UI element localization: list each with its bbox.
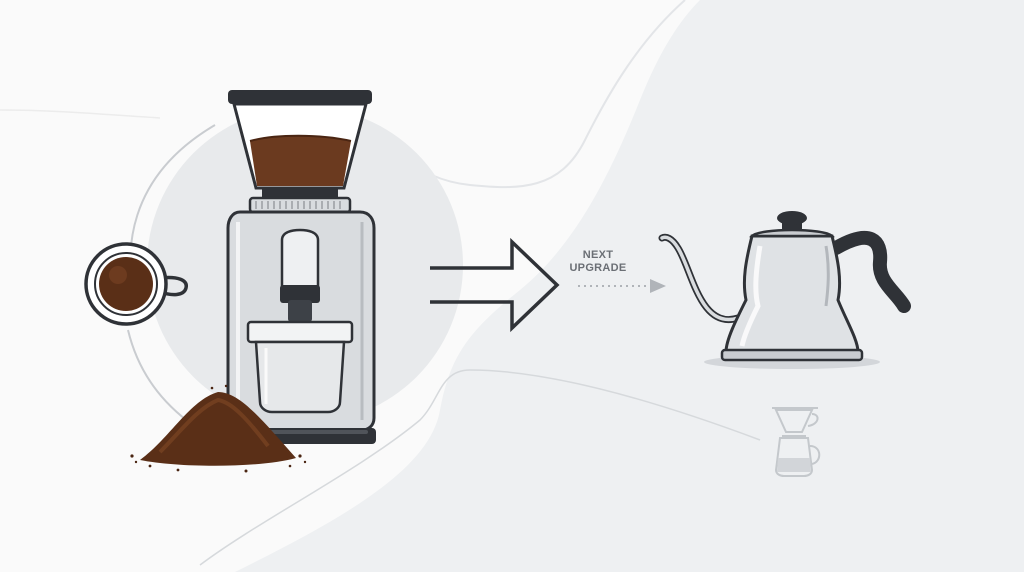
coffee-cup-icon — [84, 242, 188, 326]
pour-over-dripper-icon — [772, 407, 821, 477]
ground-coffee-pile-icon — [130, 384, 307, 473]
gooseneck-kettle-icon — [658, 211, 911, 369]
dotted-arrow-icon — [578, 279, 666, 293]
contour-line — [0, 109, 161, 119]
next-upgrade-line1: NEXT — [582, 249, 614, 261]
contour-line — [404, 0, 686, 189]
background-region — [235, 0, 1024, 572]
double-arrow-icon — [430, 237, 560, 333]
next-upgrade-line2: UPGRADE — [569, 262, 627, 274]
coffee-grinder-icon — [226, 90, 376, 444]
contour-line — [199, 369, 761, 566]
next-upgrade-label: NEXT UPGRADE — [566, 249, 630, 275]
